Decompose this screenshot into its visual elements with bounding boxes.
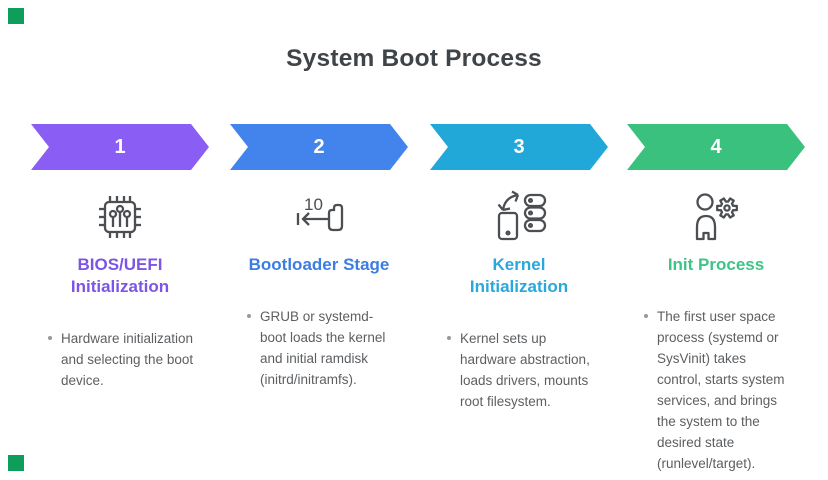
step-2-arrow: 2 (230, 124, 408, 170)
step-2-description-list: GRUB or systemd-boot loads the kernel an… (230, 306, 408, 390)
step-4-heading: Init Process (667, 255, 765, 274)
step-1-heading: BIOS/UEFI Initialization (70, 255, 170, 296)
user-gear-icon (695, 193, 738, 241)
step-1-column: 1 BIOS/UEFI Initialization Hardware init… (31, 124, 209, 391)
step-4-column: 4 Init Process The first user space proc… (627, 124, 805, 474)
step-1-description-list: Hardware initialization and selecting th… (31, 328, 209, 391)
step-bullet-item: The first user space process (systemd or… (644, 306, 791, 474)
step-number: 1 (114, 136, 126, 158)
step-3-column: 3 Kernel Initialization Kernel sets up h… (430, 124, 608, 412)
step-bullet-item: Hardware initialization and selecting th… (48, 328, 201, 391)
step-1-arrow: 1 (31, 124, 209, 170)
rewind-10-boot-icon: 10 (296, 195, 344, 232)
step-number: 3 (513, 136, 525, 158)
step-3-arrow: 3 (430, 124, 608, 170)
step-number: 2 (313, 136, 325, 158)
page-title: System Boot Process (286, 45, 542, 72)
device-sync-server-icon (497, 190, 547, 241)
step-number: 4 (710, 136, 722, 158)
corner-marker-top-left (8, 8, 24, 24)
step-bullet-item: GRUB or systemd-boot loads the kernel an… (247, 306, 396, 390)
step-4-arrow: 4 (627, 124, 805, 170)
step-2-heading: Bootloader Stage (248, 255, 390, 274)
step-3-heading: Kernel Initialization (469, 255, 569, 296)
step-4-description-list: The first user space process (systemd or… (627, 306, 805, 474)
step-3-description-list: Kernel sets up hardware abstraction, loa… (430, 328, 608, 412)
step-bullet-item: Kernel sets up hardware abstraction, loa… (447, 328, 602, 412)
step-2-column: 2 10 Bootloader Stage GRUB or systemd-bo… (230, 124, 408, 390)
cpu-chip-icon (99, 196, 141, 238)
svg-text:10: 10 (304, 195, 323, 214)
corner-marker-bottom-left (8, 455, 24, 471)
